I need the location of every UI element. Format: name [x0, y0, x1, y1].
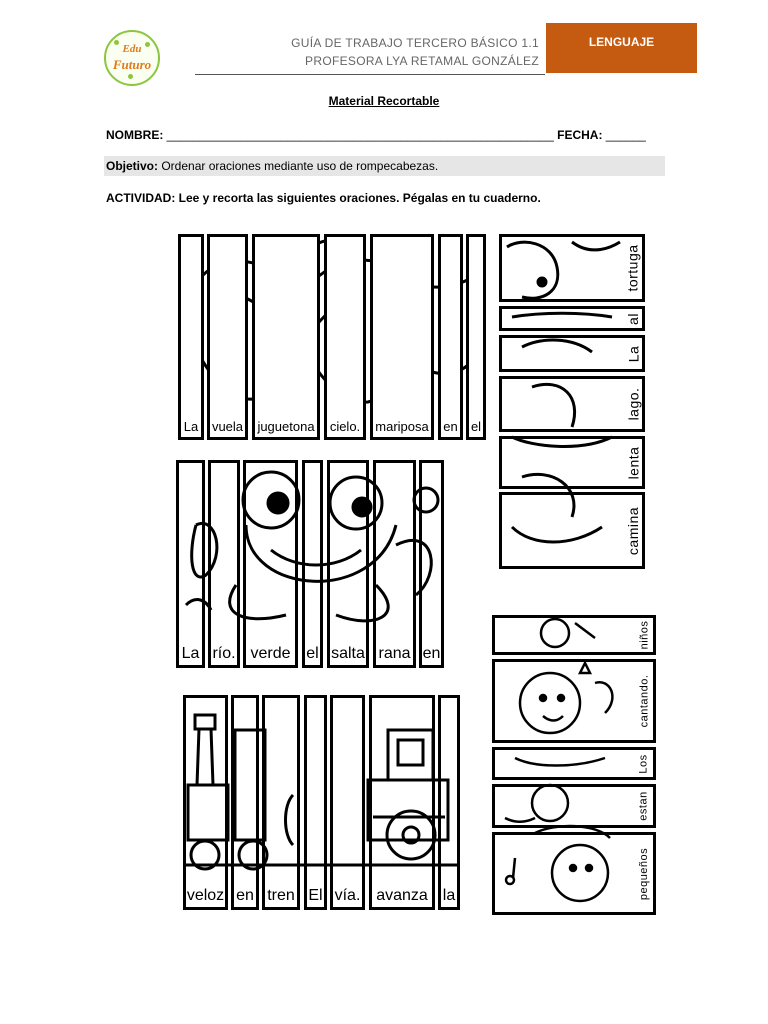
puzzle-strip[interactable]: La: [176, 460, 205, 668]
puzzle-strip[interactable]: cielo.: [324, 234, 366, 440]
puzzle-strip[interactable]: tortuga: [499, 234, 645, 302]
strip-word: en: [422, 645, 441, 662]
name-blank: ________________________________________…: [166, 128, 554, 142]
header-guide-title: GUÍA DE TRABAJO TERCERO BÁSICO 1.1: [291, 36, 539, 50]
puzzle-strip[interactable]: camina: [499, 492, 645, 569]
logo-text-1: Edu: [122, 43, 142, 55]
strip-word: pequeños: [638, 847, 651, 900]
strip-word: juguetona: [257, 419, 315, 434]
name-label: NOMBRE:: [106, 128, 164, 142]
strip-word: en: [236, 887, 254, 904]
puzzle-strip[interactable]: el: [466, 234, 486, 440]
strip-word: verde: [250, 645, 291, 662]
turtle-drawing: [506, 240, 621, 544]
activity-text: Lee y recorta las siguientes oraciones. …: [175, 191, 541, 205]
strip-word: lago.: [625, 387, 642, 421]
strip-word: vía.: [334, 887, 361, 904]
school-logo: Edu Futuro: [104, 30, 160, 86]
strip-word: niños: [638, 620, 651, 650]
puzzle-strip[interactable]: vía.: [330, 695, 365, 910]
strip-word: Los: [638, 753, 650, 774]
strip-word: avanza: [376, 887, 428, 904]
strip-word: al: [625, 312, 641, 325]
strip-word: tren: [267, 887, 295, 904]
strip-word: La: [183, 419, 199, 434]
activity-line: ACTIVIDAD: Lee y recorta las siguientes …: [106, 191, 541, 205]
subject-badge: LENGUAJE: [546, 23, 697, 73]
strip-word: veloz: [186, 887, 225, 904]
puzzle-strip[interactable]: lenta: [499, 436, 645, 489]
date-label: FECHA:: [557, 128, 603, 142]
strip-word: el: [470, 419, 482, 434]
puzzle-strip[interactable]: veloz: [183, 695, 228, 910]
puzzle-strip[interactable]: niños: [492, 615, 656, 655]
strip-word: camina: [625, 506, 642, 555]
strip-word: en: [443, 419, 458, 434]
strip-word: rana: [378, 645, 411, 662]
puzzle-strip[interactable]: Los: [492, 747, 656, 780]
strip-word: lenta: [625, 446, 642, 479]
strip-word: la: [442, 887, 456, 904]
puzzle-strip[interactable]: vuela: [207, 234, 248, 440]
strip-word: mariposa: [375, 419, 429, 434]
header-rule: [195, 74, 545, 75]
objective-text: Ordenar oraciones mediante uso de rompec…: [158, 159, 439, 173]
strip-word: salta: [331, 645, 365, 662]
puzzle-strip[interactable]: El: [304, 695, 327, 910]
page-title: Material Recortable: [328, 94, 440, 108]
puzzle-strip[interactable]: rana: [373, 460, 416, 668]
strip-word: cielo.: [329, 419, 361, 434]
strip-word: cantando.: [638, 674, 651, 728]
puzzle-strip[interactable]: La: [178, 234, 204, 440]
date-blank: ______: [605, 128, 646, 142]
logo-text-2: Futuro: [112, 57, 152, 72]
objective-box: Objetivo: Ordenar oraciones mediante uso…: [104, 156, 665, 176]
name-date-line: NOMBRE: ________________________________…: [106, 128, 646, 142]
strip-word: estan: [638, 791, 651, 821]
strip-word: río.: [212, 645, 236, 662]
kids-drawing: [504, 618, 614, 903]
strip-word: La: [181, 645, 200, 662]
strip-word: vuela: [211, 419, 244, 434]
strip-word: La: [624, 345, 641, 362]
header-teacher: PROFESORA LYA RETAMAL GONZÁLEZ: [305, 54, 539, 68]
train-drawing: [183, 713, 460, 871]
strip-word: El: [308, 887, 323, 904]
puzzle-strip[interactable]: al: [499, 306, 645, 331]
objective-label: Objetivo:: [106, 159, 159, 173]
activity-label: ACTIVIDAD:: [106, 191, 176, 205]
puzzle-strip[interactable]: mariposa: [370, 234, 434, 440]
puzzle-strip[interactable]: en: [438, 234, 463, 440]
strip-word: tortuga: [625, 244, 641, 292]
puzzle-strip[interactable]: juguetona: [252, 234, 320, 440]
frog-drawing: [184, 470, 440, 623]
strip-word: el: [306, 645, 319, 662]
